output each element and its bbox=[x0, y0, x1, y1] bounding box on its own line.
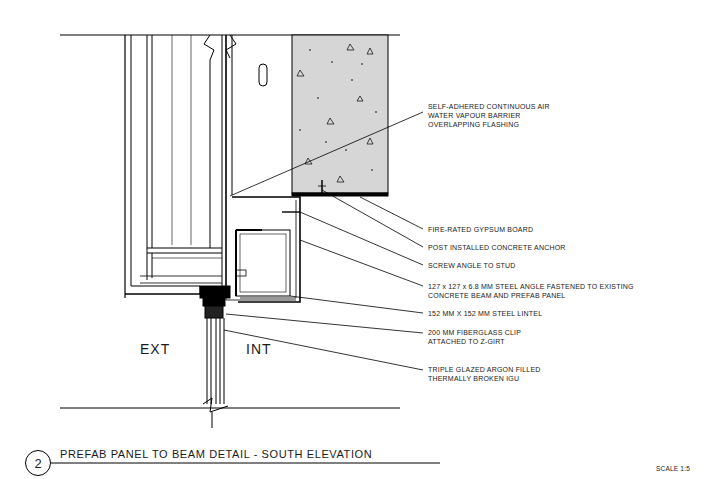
side-label: EXT bbox=[140, 341, 170, 357]
callout-note: SCREW ANGLE TO STUD bbox=[428, 261, 516, 270]
detail-number-circle: 2 bbox=[25, 450, 51, 476]
callout-note: FIRE-RATED GYPSUM BOARD bbox=[428, 225, 533, 234]
callout-note: 127 x 127 x 6.8 MM STEEL ANGLE FASTENED … bbox=[428, 282, 673, 300]
callout-note: 152 MM X 152 MM STEEL LINTEL bbox=[428, 309, 542, 318]
scale-note: SCALE 1:5 bbox=[656, 465, 690, 474]
drawing-title: PREFAB PANEL TO BEAM DETAIL - SOUTH ELEV… bbox=[60, 448, 372, 460]
callout-note: SELF-ADHERED CONTINUOUS AIR WATER VAPOUR… bbox=[428, 102, 550, 129]
callout-note: TRIPLE GLAZED ARGON FILLED THERMALLY BRO… bbox=[428, 365, 560, 383]
side-label: INT bbox=[246, 341, 272, 357]
callout-number: 2 bbox=[34, 456, 41, 471]
callout-note: 200 MM FIBERGLASS CLIP ATTACHED TO Z-GIR… bbox=[428, 328, 538, 346]
callout-note: POST INSTALLED CONCRETE ANCHOR bbox=[428, 243, 566, 252]
